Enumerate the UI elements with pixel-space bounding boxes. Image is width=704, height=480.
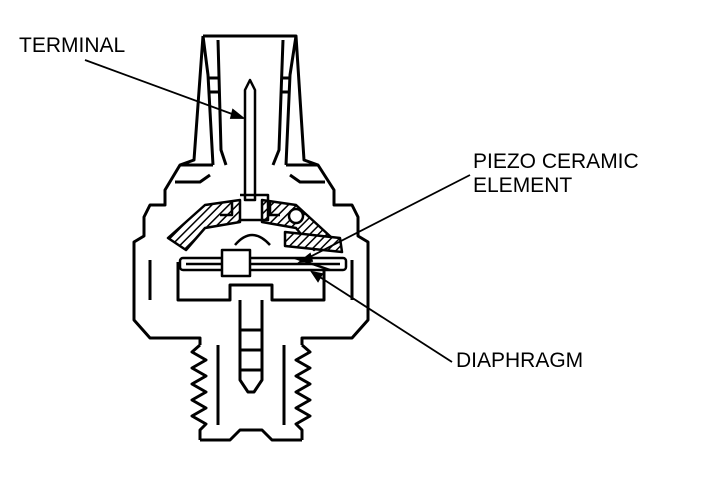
terminal-leader [84,59,244,119]
hex-body [132,260,370,394]
piezo-label-line2: ELEMENT [473,174,573,197]
piezo-leader [299,174,471,263]
terminal-label: TERMINAL [19,34,126,57]
leader-lines [84,59,471,363]
diaphragm-label: DIAPHRAGM [456,349,584,372]
piezo-label-line1: PIEZO CERAMIC [473,150,639,173]
threaded-port [190,328,312,442]
sensor-internals [166,78,348,278]
diaphragm-leader [311,271,453,363]
piezo-ceramic-element-label: PIEZO CERAMIC ELEMENT [473,150,639,198]
connector-housing [132,34,370,262]
